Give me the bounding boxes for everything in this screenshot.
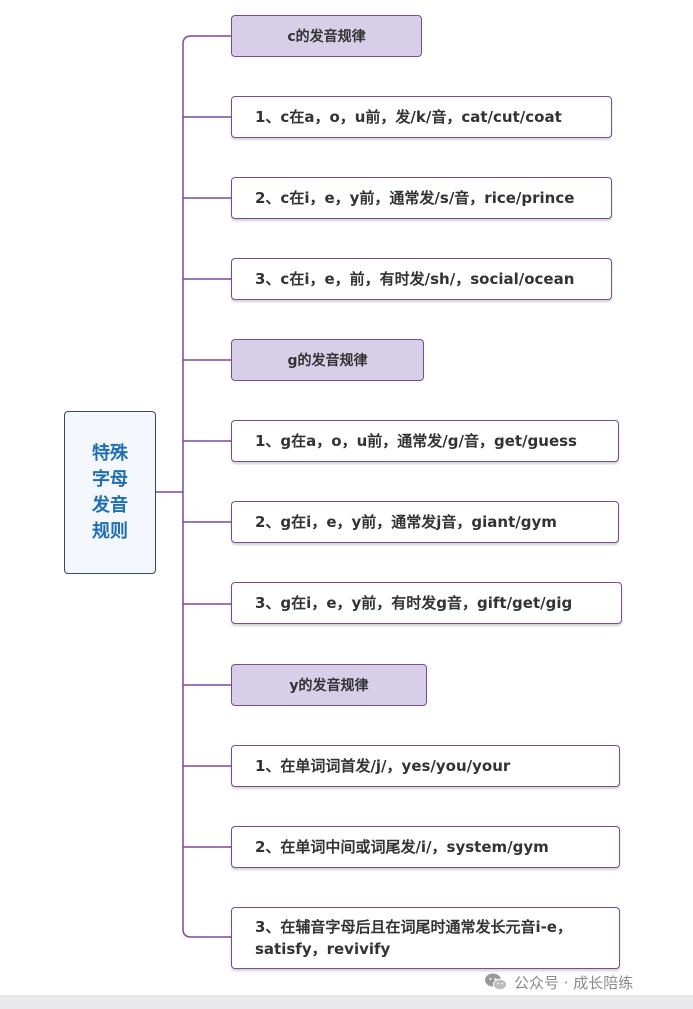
- bottom-band: [0, 995, 693, 1009]
- rule-item-g-3: 3、g在i，e，y前，有时发g音，gift/get/gig: [231, 582, 622, 624]
- rule-item-y-2: 2、在单词中间或词尾发/i/，system/gym: [231, 826, 620, 868]
- wechat-icon: [485, 973, 507, 991]
- rule-item-g-1: 1、g在a，o，u前，通常发/g/音，get/guess: [231, 420, 619, 462]
- rule-item-label: 3、g在i，e，y前，有时发g音，gift/get/gig: [255, 594, 573, 612]
- rule-item-c-2: 2、c在i，e，y前，通常发/s/音，rice/prince: [231, 177, 612, 219]
- group-heading-c: c的发音规律: [231, 15, 422, 57]
- rule-item-g-2: 2、g在i，e，y前，通常发j音，giant/gym: [231, 501, 619, 543]
- root-node: 特殊字母发音规则: [64, 411, 156, 574]
- rule-item-label: 2、c在i，e，y前，通常发/s/音，rice/prince: [255, 189, 575, 207]
- rule-item-label: 1、g在a，o，u前，通常发/g/音，get/guess: [255, 432, 577, 450]
- group-heading-y: y的发音规律: [231, 664, 427, 706]
- watermark: 公众号 · 成长陪练: [484, 970, 633, 994]
- rule-item-c-3: 3、c在i，e，前，有时发/sh/，social/ocean: [231, 258, 612, 300]
- group-heading-g: g的发音规律: [231, 339, 424, 381]
- rule-item-label: 2、在单词中间或词尾发/i/，system/gym: [255, 838, 549, 856]
- rule-item-label: 3、在辅音字母后且在词尾时通常发长元音i-e，satisfy，revivify: [255, 918, 572, 958]
- rule-item-c-1: 1、c在a，o，u前，发/k/音，cat/cut/coat: [231, 96, 612, 138]
- group-heading-label: c的发音规律: [287, 29, 366, 45]
- rule-item-label: 1、在单词词首发/j/，yes/you/your: [255, 757, 511, 775]
- rule-item-y-3: 3、在辅音字母后且在词尾时通常发长元音i-e，satisfy，revivify: [231, 907, 620, 969]
- rule-item-label: 2、g在i，e，y前，通常发j音，giant/gym: [255, 513, 557, 531]
- rule-item-y-1: 1、在单词词首发/j/，yes/you/your: [231, 745, 620, 787]
- group-heading-label: g的发音规律: [287, 353, 368, 369]
- root-label: 特殊字母发音规则: [92, 442, 128, 542]
- watermark-text: 公众号 · 成长陪练: [514, 973, 634, 992]
- rule-item-label: 1、c在a，o，u前，发/k/音，cat/cut/coat: [255, 108, 562, 126]
- group-heading-label: y的发音规律: [289, 678, 369, 694]
- rule-item-label: 3、c在i，e，前，有时发/sh/，social/ocean: [255, 270, 575, 288]
